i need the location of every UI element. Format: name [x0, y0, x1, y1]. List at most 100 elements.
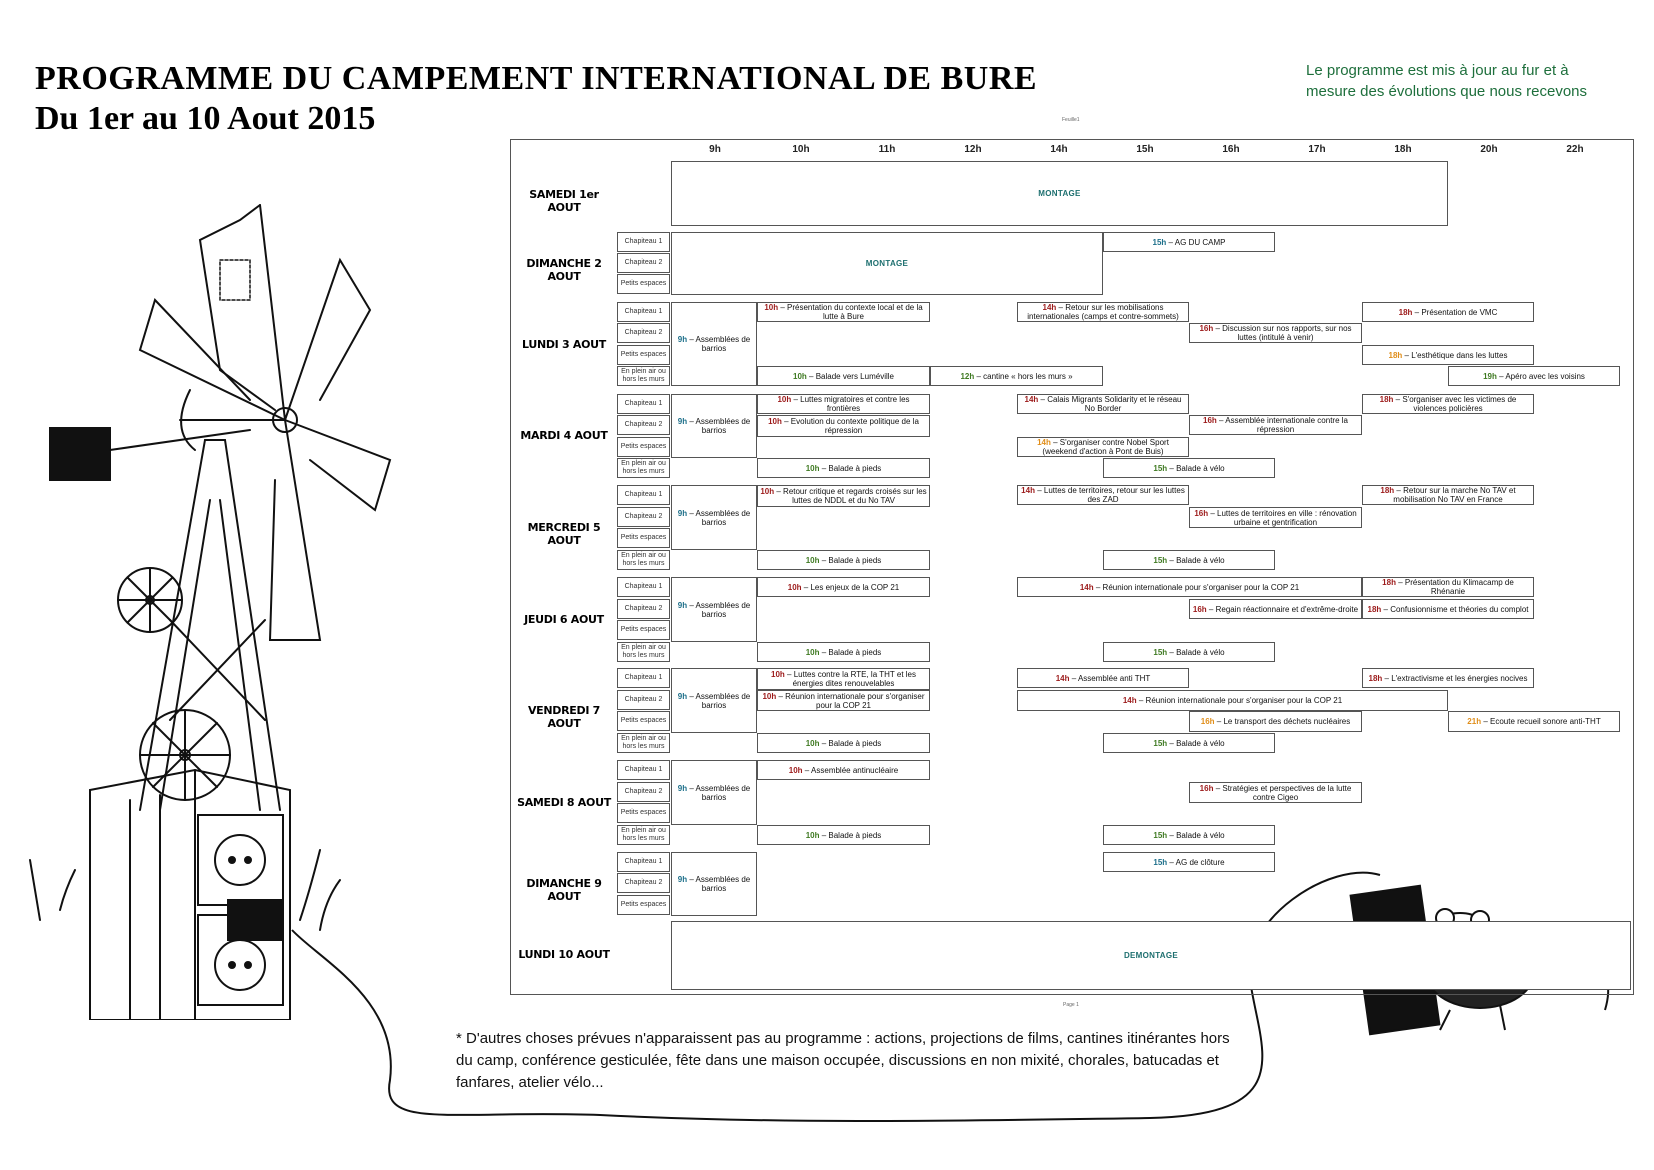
schedule-frame: [510, 139, 1634, 995]
event-cell: 15h – AG DU CAMP: [1103, 232, 1275, 252]
event-cell: 9h – Assemblées de barrios: [671, 394, 757, 458]
hour-header: 12h: [964, 144, 982, 155]
event-cell: 9h – Assemblées de barrios: [671, 760, 757, 825]
event-cell: 16h – Discussion sur nos rapports, sur n…: [1189, 323, 1362, 343]
space-label: En plein air ou hors les murs: [617, 366, 670, 386]
event-cell: 16h – Regain réactionnaire et d'extrême-…: [1189, 599, 1362, 619]
event-cell: 9h – Assemblées de barrios: [671, 485, 757, 550]
space-label: En plein air ou hors les murs: [617, 458, 670, 478]
event-cell: 10h – Balade vers Luméville: [757, 366, 930, 386]
event-cell: 10h – Les enjeux de la COP 21: [757, 577, 930, 597]
space-label: Chapiteau 1: [617, 394, 670, 414]
event-cell: 10h – Luttes contre la RTE, la THT et le…: [757, 668, 930, 690]
page-label: Page 1: [1063, 1002, 1079, 1008]
update-note: Le programme est mis à jour au fur et à …: [1306, 62, 1588, 100]
day-label: VENDREDI 7 AOUT: [527, 704, 601, 730]
day-label: SAMEDI 8 AOUT: [517, 796, 611, 809]
space-label: Chapiteau 2: [617, 415, 670, 435]
event-cell: 9h – Assemblées de barrios: [671, 577, 757, 642]
montage-block: MONTAGE: [671, 232, 1103, 295]
footnote: * D'autres choses prévues n'apparaissent…: [456, 1030, 1230, 1091]
space-label: Petits espaces: [617, 274, 670, 294]
space-label: Petits espaces: [617, 895, 670, 915]
space-label: Petits espaces: [617, 437, 670, 457]
event-cell: 12h – cantine « hors les murs »: [930, 366, 1103, 386]
day-label: MERCREDI 5 AOUT: [527, 521, 601, 547]
space-label: Petits espaces: [617, 711, 670, 731]
event-cell: 10h – Balade à pieds: [757, 733, 930, 753]
event-cell: 15h – AG de clôture: [1103, 852, 1275, 872]
day-label: LUNDI 3 AOUT: [522, 338, 606, 351]
event-cell: 14h – Réunion internationale pour s'orga…: [1017, 690, 1448, 711]
event-cell: 18h – Retour sur la marche No TAV et mob…: [1362, 485, 1534, 505]
hour-header: 18h: [1394, 144, 1412, 155]
space-label: En plein air ou hors les murs: [617, 642, 670, 662]
event-cell: 9h – Assemblées de barrios: [671, 852, 757, 916]
space-label: Petits espaces: [617, 620, 670, 640]
space-label: Chapiteau 2: [617, 873, 670, 893]
space-label: Chapiteau 1: [617, 852, 670, 872]
space-label: Chapiteau 2: [617, 323, 670, 343]
event-cell: 18h – Présentation du Klimacamp de Rhéna…: [1362, 577, 1534, 597]
event-cell: 10h – Evolution du contexte politique de…: [757, 415, 930, 437]
space-label: Chapiteau 1: [617, 760, 670, 780]
space-label: Chapiteau 2: [617, 507, 670, 527]
event-cell: 16h – Assemblée internationale contre la…: [1189, 415, 1362, 435]
windmill-illustration: [29, 204, 392, 1020]
event-cell: 14h – Retour sur les mobilisations inter…: [1017, 302, 1189, 322]
event-cell: 18h – Présentation de VMC: [1362, 302, 1534, 322]
space-label: En plein air ou hors les murs: [617, 825, 670, 845]
event-cell: 19h – Apéro avec les voisins: [1448, 366, 1620, 386]
event-cell: 16h – Luttes de territoires en ville : r…: [1189, 507, 1362, 528]
event-cell: 10h – Balade à pieds: [757, 458, 930, 478]
hour-header: 22h: [1566, 144, 1584, 155]
space-label: Chapiteau 2: [617, 690, 670, 710]
event-cell: 18h – S'organiser avec les victimes de v…: [1362, 394, 1534, 414]
event-cell: 16h – Stratégies et perspectives de la l…: [1189, 782, 1362, 803]
montage-block: MONTAGE: [671, 161, 1448, 226]
space-label: Chapiteau 2: [617, 782, 670, 802]
event-cell: 15h – Balade à vélo: [1103, 825, 1275, 845]
hour-header: 10h: [792, 144, 810, 155]
page-subtitle-dates: Du 1er au 10 Aout 2015: [35, 100, 376, 137]
event-cell: 15h – Balade à vélo: [1103, 458, 1275, 478]
event-cell: 21h – Ecoute recueil sonore anti-THT: [1448, 711, 1620, 732]
hour-header: 15h: [1136, 144, 1154, 155]
day-label: DIMANCHE 9 AOUT: [526, 877, 602, 903]
event-cell: 14h – Assemblée anti THT: [1017, 668, 1189, 688]
event-cell: 14h – Réunion internationale pour s'orga…: [1017, 577, 1362, 597]
event-cell: 18h – L'extractivisme et les énergies no…: [1362, 668, 1534, 688]
day-label: JEUDI 6 AOUT: [524, 613, 604, 626]
event-cell: 9h – Assemblées de barrios: [671, 302, 757, 386]
event-cell: 14h – Luttes de territoires, retour sur …: [1017, 485, 1189, 505]
space-label: Chapiteau 1: [617, 232, 670, 252]
event-cell: 9h – Assemblées de barrios: [671, 668, 757, 733]
space-label: Chapiteau 1: [617, 577, 670, 597]
space-label: En plein air ou hors les murs: [617, 733, 670, 753]
day-label: LUNDI 10 AOUT: [518, 948, 610, 961]
day-label: SAMEDI 1er AOUT: [529, 188, 599, 214]
event-cell: 10h – Retour critique et regards croisés…: [757, 485, 930, 507]
event-cell: 10h – Balade à pieds: [757, 550, 930, 570]
event-cell: 15h – Balade à vélo: [1103, 733, 1275, 753]
space-label: Petits espaces: [617, 803, 670, 823]
space-label: Chapiteau 1: [617, 485, 670, 505]
day-label: DIMANCHE 2 AOUT: [526, 257, 602, 283]
event-cell: 16h – Le transport des déchets nucléaire…: [1189, 711, 1362, 732]
event-cell: 14h – S'organiser contre Nobel Sport (we…: [1017, 437, 1189, 457]
event-cell: 10h – Balade à pieds: [757, 825, 930, 845]
event-cell: 10h – Réunion internationale pour s'orga…: [757, 690, 930, 711]
space-label: Petits espaces: [617, 528, 670, 548]
demontage-block: DEMONTAGE: [671, 921, 1631, 990]
space-label: Chapiteau 2: [617, 599, 670, 619]
event-cell: 18h – Confusionnisme et théories du comp…: [1362, 599, 1534, 619]
event-cell: 14h – Calais Migrants Solidarity et le r…: [1017, 394, 1189, 414]
space-label: Petits espaces: [617, 345, 670, 365]
event-cell: 10h – Présentation du contexte local et …: [757, 302, 930, 322]
hour-header: 9h: [709, 144, 721, 155]
hour-header: 20h: [1480, 144, 1498, 155]
space-label: Chapiteau 2: [617, 253, 670, 273]
hour-header: 16h: [1222, 144, 1240, 155]
space-label: En plein air ou hors les murs: [617, 550, 670, 570]
event-cell: 15h – Balade à vélo: [1103, 550, 1275, 570]
